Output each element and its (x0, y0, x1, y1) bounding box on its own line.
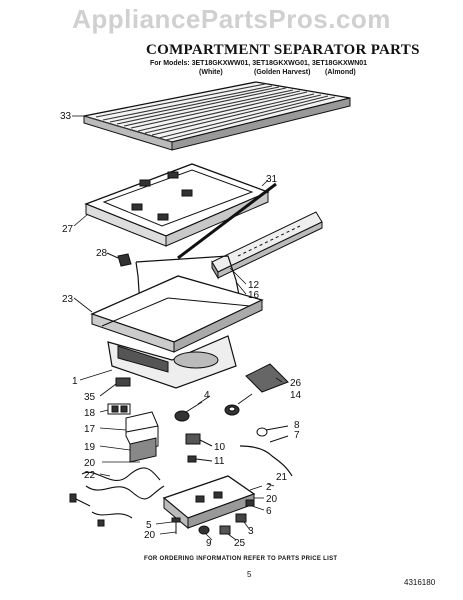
part-28-clip (106, 252, 132, 267)
callout-4: 4 (204, 390, 210, 401)
part-21-tube (239, 445, 293, 477)
part-3-screw (235, 513, 247, 523)
callout-33: 33 (60, 111, 72, 122)
callout-20c: 20 (144, 530, 156, 541)
callout-19: 19 (84, 442, 96, 453)
ordering-note: FOR ORDERING INFORMATION REFER TO PARTS … (144, 556, 338, 562)
leader-lines (72, 115, 283, 541)
part-31-rod (177, 182, 277, 260)
callout-5: 5 (146, 520, 152, 531)
callout-20a: 20 (84, 458, 96, 469)
callout-20b: 20 (266, 494, 278, 505)
callout-26: 26 (290, 378, 302, 389)
callout-14: 14 (290, 390, 302, 401)
callout-6: 6 (266, 506, 272, 517)
callout-23: 23 (62, 294, 74, 305)
watermark: AppliancePartsPros.com (72, 4, 391, 34)
part-11-screw (187, 455, 213, 463)
callout-10: 10 (214, 442, 226, 453)
diagram-title: COMPARTMENT SEPARATOR PARTS (146, 42, 420, 58)
part-14-grommet (224, 404, 240, 416)
callout-22: 22 (84, 470, 96, 481)
callout-16: 16 (248, 290, 260, 301)
callout-35: 35 (84, 392, 96, 403)
variant-white: (White) (199, 69, 223, 76)
part-26-cover (245, 363, 289, 393)
part-7-leader (269, 435, 289, 443)
part-4-fitting (174, 401, 203, 422)
part-10-thermostat (185, 433, 213, 447)
callout-21: 21 (276, 472, 288, 483)
callout-9: 9 (206, 538, 212, 549)
callout-25: 25 (234, 538, 246, 549)
part-9-clip (198, 525, 210, 535)
part-5-screw (171, 517, 181, 534)
callout-31: 31 (266, 174, 278, 185)
part-22-wire-harness (69, 467, 165, 527)
document-number: 4316180 (404, 578, 436, 587)
callout-3: 3 (248, 526, 254, 537)
variant-golden-harvest: (Golden Harvest) (254, 69, 311, 76)
model-list: For Models: 3ET18GKXWW01, 3ET18GKXWG01, … (150, 60, 368, 67)
callout-7: 7 (294, 430, 300, 441)
callout-1: 1 (72, 376, 78, 387)
variant-almond: (Almond) (325, 69, 356, 76)
part-8-sensor (256, 425, 289, 437)
callout-28: 28 (96, 248, 108, 259)
part-25-retainer (219, 525, 231, 535)
part-2-base-housing (162, 475, 256, 530)
callout-11: 11 (214, 456, 225, 467)
callout-17: 17 (84, 424, 96, 435)
part-27-separator-frame (84, 163, 270, 247)
part-18-bracket (107, 403, 131, 415)
part-12-rail (211, 211, 323, 280)
callout-8: 8 (294, 420, 300, 431)
callout-27: 27 (62, 224, 74, 235)
callout-2: 2 (266, 482, 272, 493)
part-33-grille (83, 81, 351, 151)
part-23-separator (90, 275, 264, 389)
callout-12: 12 (248, 280, 260, 291)
part-19-damper (129, 437, 157, 463)
part-6-fastener (245, 499, 255, 507)
part-35-knob (115, 377, 131, 387)
page-number: 5 (247, 570, 252, 579)
callout-18: 18 (84, 408, 96, 419)
